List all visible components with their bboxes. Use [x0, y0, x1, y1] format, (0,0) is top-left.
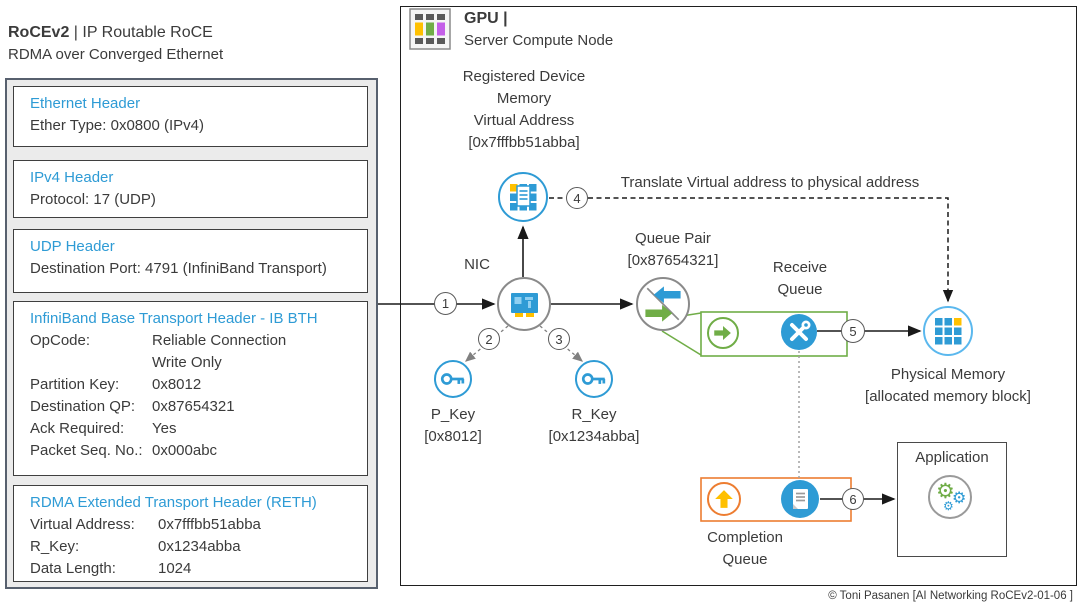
r-key-label: R_Key [0x1234abba]	[548, 406, 640, 445]
ib-bth-row-opcode: OpCode: Reliable Connection	[30, 332, 287, 349]
gpu-subtitle: Server Compute Node	[464, 32, 614, 49]
queue-pair-label: Queue Pair [0x87654321]	[627, 230, 719, 269]
ethernet-header-title: Ethernet Header	[30, 95, 141, 112]
physical-memory-icon	[923, 306, 973, 356]
server-node-panel	[400, 6, 1077, 586]
reth-row-va: Virtual Address: 0x7fffbb51abba	[30, 516, 261, 533]
ib-bth-title: InfiniBand Base Transport Header - IB BT…	[30, 310, 318, 327]
reth-header-box: RDMA Extended Transport Header (RETH) Vi…	[13, 485, 368, 582]
ipv4-header-box: IPv4 Header Protocol: 17 (UDP)	[13, 160, 368, 218]
gpu-title: GPU |	[464, 10, 508, 27]
left-panel-title: RoCEv2 | IP Routable RoCE RDMA over Conv…	[8, 22, 223, 66]
step-2-badge: 2	[478, 328, 500, 350]
ib-bth-row-pkey: Partition Key: 0x8012	[30, 376, 202, 393]
application-gears-icon: ⚙ ⚙ ⚙	[928, 475, 972, 519]
ethernet-header-box: Ethernet Header Ether Type: 0x0800 (IPv4…	[13, 86, 368, 147]
physical-memory-label: Physical Memory [allocated memory block]	[865, 366, 1031, 405]
ipv4-header-title: IPv4 Header	[30, 169, 114, 186]
nic-label: NIC	[464, 256, 490, 273]
gear-green-icon: ⚙	[936, 479, 955, 503]
registered-memory-icon	[498, 172, 548, 222]
roce-title-rest: | IP Routable RoCE	[73, 24, 213, 41]
queue-pair-icon	[636, 277, 690, 331]
udp-header-box: UDP Header Destination Port: 4791 (Infin…	[13, 229, 368, 293]
step-3-badge: 3	[548, 328, 570, 350]
roce-subtitle: RDMA over Converged Ethernet	[8, 46, 224, 63]
gpu-header: GPU | Server Compute Node	[464, 8, 613, 52]
gear-blue-small-icon: ⚙	[943, 499, 954, 513]
ib-bth-row-destqp: Destination QP: 0x87654321	[30, 398, 235, 415]
udp-header-title: UDP Header	[30, 238, 115, 255]
r-key-icon	[575, 360, 613, 398]
translate-annotation: Translate Virtual address to physical ad…	[620, 174, 920, 191]
step-5-badge: 5	[841, 319, 865, 343]
nic-icon	[497, 277, 551, 331]
udp-header-line: Destination Port: 4791 (InfiniBand Trans…	[30, 260, 327, 277]
work-processing-icon	[781, 314, 817, 350]
reth-row-rkey: R_Key: 0x1234abba	[30, 538, 241, 555]
ib-bth-row-opcode2: Write Only	[152, 354, 222, 371]
copyright-credit: © Toni Pasanen [AI Networking RoCEv2-01-…	[828, 590, 1073, 602]
ib-bth-header-box: InfiniBand Base Transport Header - IB BT…	[13, 301, 368, 476]
application-label: Application	[915, 449, 989, 466]
completion-post-icon	[707, 482, 741, 516]
p-key-icon	[434, 360, 472, 398]
reth-title: RDMA Extended Transport Header (RETH)	[30, 494, 317, 511]
step-6-badge: 6	[842, 488, 864, 510]
ib-bth-row-ack: Ack Required: Yes	[30, 420, 177, 437]
ipv4-header-line: Protocol: 17 (UDP)	[30, 191, 156, 208]
gear-blue-icon: ⚙	[952, 488, 967, 507]
roce-title-bold: RoCEv2	[8, 24, 74, 41]
ethernet-header-line: Ether Type: 0x0800 (IPv4)	[30, 117, 204, 134]
gpu-icon	[409, 8, 451, 50]
ib-bth-row-psn: Packet Seq. No.: 0x000abc	[30, 442, 218, 459]
registered-memory-label: Registered Device Memory Virtual Address…	[462, 68, 586, 151]
receive-queue-label: Receive Queue	[772, 259, 828, 298]
step-4-badge: 4	[566, 187, 588, 209]
step-1-badge: 1	[434, 292, 457, 315]
reth-row-len: Data Length: 1024	[30, 560, 192, 577]
p-key-label: P_Key [0x8012]	[424, 406, 482, 445]
receive-work-icon	[707, 317, 739, 349]
completion-queue-label: Completion Queue	[707, 529, 783, 568]
completion-record-icon	[781, 480, 819, 518]
